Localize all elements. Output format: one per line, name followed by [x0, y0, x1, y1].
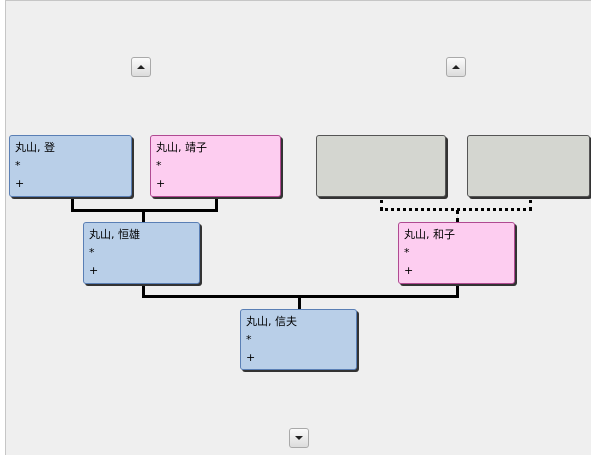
unknown-connector-line — [380, 208, 532, 211]
connector-line — [142, 285, 145, 297]
person-name: 丸山, 恒雄 — [89, 228, 140, 241]
birth-marker: * — [15, 159, 21, 172]
person-card-mother[interactable]: 丸山, 和子 * + — [398, 222, 515, 284]
connector-line — [71, 199, 74, 211]
death-marker: + — [89, 264, 99, 277]
show-children-button[interactable] — [289, 428, 309, 448]
person-card-paternal-grandmother[interactable]: 丸山, 靖子 * + — [150, 135, 281, 197]
birth-marker: * — [89, 246, 95, 259]
unknown-connector-line — [529, 200, 532, 210]
person-card-paternal-grandfather[interactable]: 丸山, 登 * + — [9, 135, 132, 197]
triangle-up-icon — [452, 65, 460, 69]
birth-marker: * — [404, 246, 410, 259]
person-name: 丸山, 靖子 — [156, 141, 207, 154]
triangle-down-icon — [295, 436, 303, 440]
unknown-connector-line — [380, 200, 383, 210]
expand-paternal-ancestors-button[interactable] — [131, 57, 151, 77]
expand-maternal-ancestors-button[interactable] — [446, 57, 466, 77]
death-marker: + — [15, 177, 25, 190]
person-card-empty-maternal-grandmother[interactable] — [467, 135, 590, 197]
person-name: 丸山, 信夫 — [246, 315, 297, 328]
triangle-up-icon — [137, 65, 145, 69]
birth-marker: * — [156, 159, 162, 172]
connector-line — [298, 295, 301, 309]
connector-line — [215, 199, 218, 211]
death-marker: + — [156, 177, 166, 190]
person-card-father[interactable]: 丸山, 恒雄 * + — [83, 222, 200, 284]
birth-marker: * — [246, 333, 252, 346]
death-marker: + — [404, 264, 414, 277]
connector-line — [142, 209, 145, 222]
person-name: 丸山, 和子 — [404, 228, 455, 241]
death-marker: + — [246, 351, 256, 364]
person-card-empty-maternal-grandfather[interactable] — [316, 135, 446, 197]
connector-line — [456, 285, 459, 297]
unknown-connector-line — [456, 210, 459, 222]
person-name: 丸山, 登 — [15, 141, 55, 154]
person-card-active[interactable]: 丸山, 信夫 * + — [240, 309, 357, 370]
